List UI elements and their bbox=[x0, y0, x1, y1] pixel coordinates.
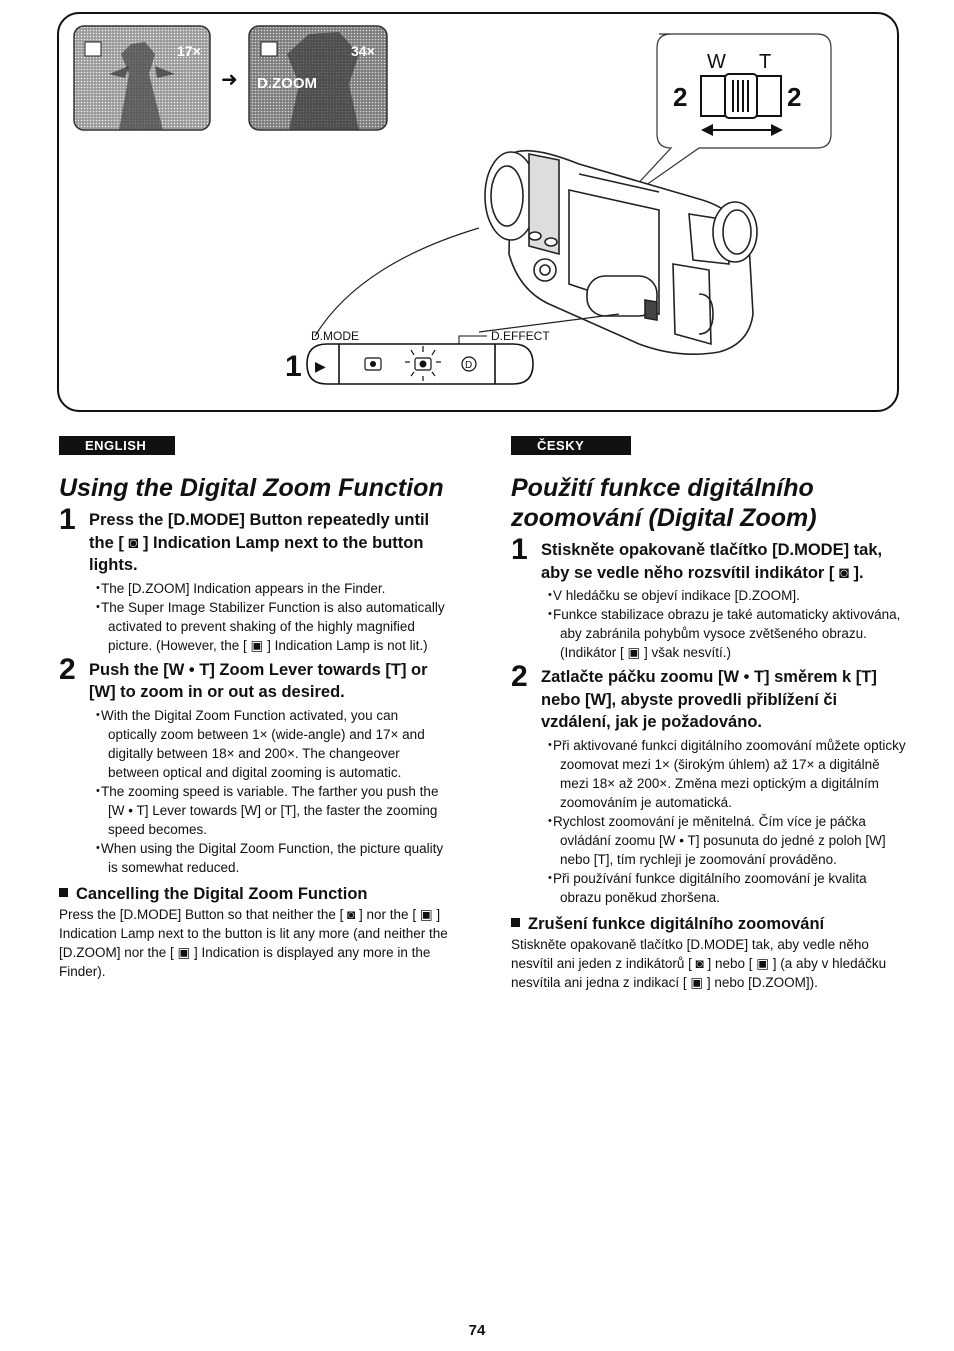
lever-step-right: 2 bbox=[787, 82, 801, 112]
step-heading: Stiskněte opakovaně tlačítko [D.MODE] ta… bbox=[541, 541, 883, 582]
title-czech: Použití funkce digitálního zoomování (Di… bbox=[511, 474, 817, 532]
step-1-english: 1 Press the [D.MODE] Button repeatedly u… bbox=[59, 503, 449, 655]
zoom-lever-callout: W T 2 2 bbox=[618, 33, 832, 205]
lever-step-left: 2 bbox=[673, 82, 687, 112]
lever-t-label: T bbox=[759, 51, 771, 73]
step-number: 1 bbox=[511, 533, 528, 566]
bullet-item: With the Digital Zoom Function activated… bbox=[96, 706, 449, 782]
bullet-item: The zooming speed is variable. The farth… bbox=[96, 782, 449, 839]
zoom-17x-label: 17× bbox=[177, 43, 201, 59]
czech-column: ČESKY Použití funkce digitálního zoomová… bbox=[511, 436, 906, 992]
step-bullets: With the Digital Zoom Function activated… bbox=[89, 706, 449, 877]
bullet-item: The Super Image Stabilizer Function is a… bbox=[96, 598, 449, 655]
square-bullet-icon bbox=[511, 917, 520, 927]
step-1-czech: 1 Stiskněte opakovaně tlačítko [D.MODE] … bbox=[511, 533, 906, 662]
bullet-item: When using the Digital Zoom Function, th… bbox=[96, 839, 449, 877]
zoom-34x-label: 34× bbox=[351, 43, 375, 59]
step-number: 1 bbox=[59, 503, 76, 536]
cancel-heading-english: Cancelling the Digital Zoom Function bbox=[59, 883, 449, 905]
arrow-icon: ➜ bbox=[221, 69, 238, 91]
step-bullets: V hledáčku se objeví indikace [D.ZOOM]. … bbox=[541, 586, 906, 662]
title-english: Using the Digital Zoom Function bbox=[59, 474, 444, 502]
viewfinder-thumb-17x: 17× bbox=[73, 25, 211, 131]
bullet-item: V hledáčku se objeví indikace [D.ZOOM]. bbox=[548, 586, 906, 605]
square-bullet-icon bbox=[59, 887, 68, 897]
cancel-heading-czech: Zrušení funkce digitálního zoomování bbox=[511, 913, 906, 935]
stabilizer-icon bbox=[364, 357, 382, 371]
bullet-item: Rychlost zoomování je měnitelná. Čím víc… bbox=[548, 812, 906, 869]
dmode-label: D.MODE bbox=[311, 329, 359, 343]
bullet-item: Při aktivované funkci digitálního zoomov… bbox=[548, 736, 906, 812]
deffect-label: D.EFFECT bbox=[491, 329, 550, 343]
d-zoom-overlay: D.ZOOM bbox=[257, 75, 317, 92]
bullet-item: The [D.ZOOM] Indication appears in the F… bbox=[96, 579, 449, 598]
step-2-english: 2 Push the [W • T] Zoom Lever towards [T… bbox=[59, 653, 449, 877]
cancel-text-english: Press the [D.MODE] Button so that neithe… bbox=[59, 906, 448, 979]
lang-tag-english: ENGLISH bbox=[59, 436, 175, 455]
dmode-play-icon: ▶ bbox=[315, 358, 326, 374]
camcorder-illustration: 17× ➜ 34× D.ZOOM W T 2 2 bbox=[73, 25, 832, 385]
digital-zoom-icon bbox=[405, 346, 441, 381]
button-step-number: 1 bbox=[285, 350, 302, 383]
bullet-item: Při používání funkce digitálního zoomová… bbox=[548, 869, 906, 907]
step-bullets: Při aktivované funkci digitálního zoomov… bbox=[541, 736, 906, 907]
step-heading: Push the [W • T] Zoom Lever towards [T] … bbox=[89, 660, 428, 702]
bullet-item: Funkce stabilizace obrazu je také automa… bbox=[548, 605, 906, 662]
step-bullets: The [D.ZOOM] Indication appears in the F… bbox=[89, 579, 449, 655]
page-number: 74 bbox=[468, 1322, 486, 1339]
step-2-czech: 2 Zatlačte páčku zoomu [W • T] směrem k … bbox=[511, 660, 906, 907]
step-heading: Press the [D.MODE] Button repeatedly unt… bbox=[89, 511, 430, 574]
english-column: ENGLISH Using the Digital Zoom Function … bbox=[59, 436, 449, 981]
svg-text:D: D bbox=[465, 360, 472, 371]
step-heading: Zatlačte páčku zoomu [W • T] směrem k [T… bbox=[541, 668, 877, 731]
lang-tag-czech: ČESKY bbox=[511, 436, 631, 455]
illustration-panel: 17× ➜ 34× D.ZOOM W T 2 2 bbox=[57, 12, 899, 412]
viewfinder-thumb-34x: 34× D.ZOOM bbox=[248, 25, 388, 131]
effect-d-icon: D bbox=[461, 356, 477, 372]
step-number: 2 bbox=[59, 652, 76, 686]
lever-w-label: W bbox=[707, 51, 726, 73]
step-number: 2 bbox=[511, 660, 528, 693]
dmode-button-panel: D.MODE D.EFFECT 1 ▶ bbox=[285, 329, 550, 385]
camcorder-drawing bbox=[484, 149, 758, 356]
cancel-text-czech: Stiskněte opakovaně tlačítko [D.MODE] ta… bbox=[511, 936, 887, 990]
